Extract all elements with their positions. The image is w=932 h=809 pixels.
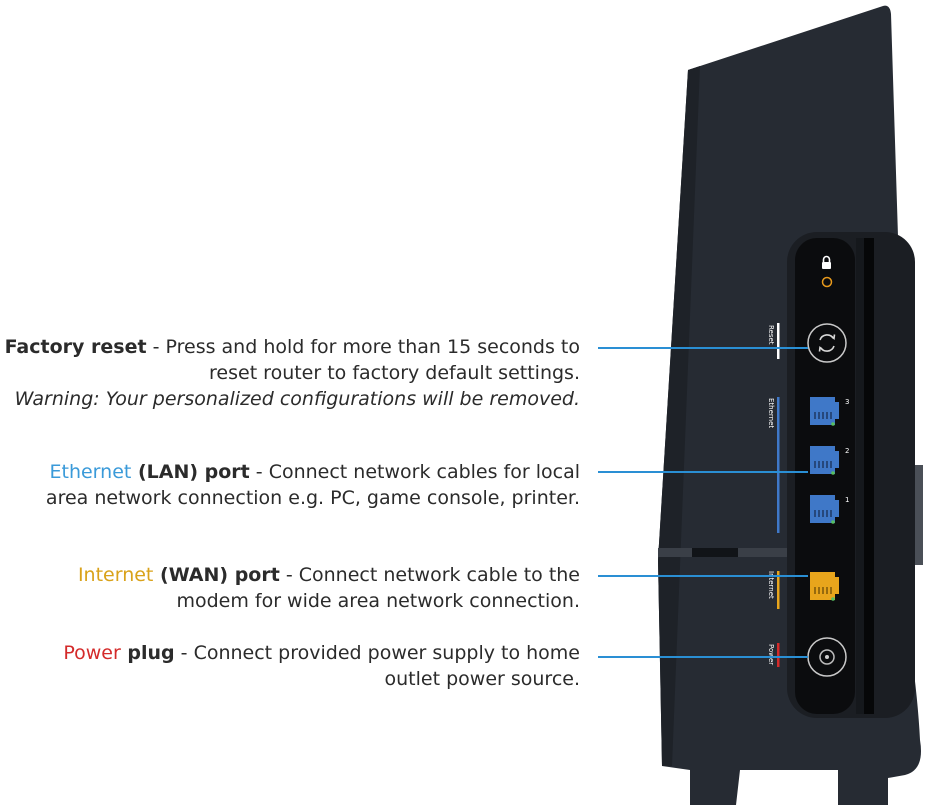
power-side-label: Power [767,644,775,665]
reset-button[interactable] [807,323,847,363]
lan-port-1[interactable] [810,495,839,524]
lan-port-2[interactable] [810,446,839,475]
power-callout-line1: Power plug - Connect provided power supp… [63,640,580,666]
reset-callout: Factory reset - Press and hold for more … [5,334,580,412]
power-jack[interactable] [807,637,847,677]
reset-side-label: Reset [767,325,775,345]
reset-desc-2: reset router to factory default settings… [209,362,580,384]
lan-callout: Ethernet (LAN) port - Connect network ca… [46,459,580,511]
reset-title: Factory reset [4,336,147,358]
ethernet-port-icon [810,397,839,425]
wan-leader-line [598,575,808,577]
power-title: plug [120,642,175,664]
wan-keyword: Internet [77,564,154,586]
lan-port-3[interactable] [810,397,839,426]
power-keyword: Power [63,642,121,664]
lan-title: (LAN) port [131,461,250,483]
wan-callout: Internet (WAN) port - Connect network ca… [78,562,580,614]
lan-leader-line [598,471,808,473]
port-panel-rail [856,238,864,714]
lan-keyword: Ethernet [49,461,132,483]
internet-side-label: Internet [767,571,775,599]
refresh-icon [818,334,836,352]
port-number-1: 1 [845,496,849,504]
port-panel-rail-dark [864,238,874,714]
wan-desc-2: modem for wide area network connection. [176,590,580,612]
port-number-3: 3 [845,398,849,406]
port-number-2: 2 [845,447,849,455]
router-seam [658,548,898,557]
status-led [821,276,833,288]
power-callout: Power plug - Connect provided power supp… [63,640,580,692]
wan-port[interactable] [810,572,839,601]
ethernet-side-label: Ethernet [767,398,775,428]
reset-desc-1: - Press and hold for more than 15 second… [146,336,580,358]
reset-warning: Warning: Your personalized configuration… [14,388,580,410]
wan-title: (WAN) port [153,564,280,586]
power-leader-line [598,656,808,658]
router-seam-notch [692,548,738,557]
internet-label-bar [777,571,780,609]
lan-desc-2: area network connection e.g. PC, game co… [45,487,580,509]
power-label-bar [777,643,780,667]
ethernet-label-bar [777,397,780,533]
lan-desc-1: - Connect network cables for local [249,461,580,483]
ethernet-port-icon [810,495,839,523]
ethernet-port-icon [810,446,839,474]
reset-label-bar [777,323,780,359]
ethernet-port-icon [810,572,839,600]
router-edge-shade [658,66,700,766]
reset-leader-line [598,347,808,349]
wan-callout-line1: Internet (WAN) port - Connect network ca… [78,562,580,588]
reset-callout-line1: Factory reset - Press and hold for more … [5,334,580,360]
lan-callout-line1: Ethernet (LAN) port - Connect network ca… [46,459,580,485]
power-desc-2: outlet power source. [384,668,580,690]
lock-icon [822,255,831,269]
wan-desc-1: - Connect network cable to the [279,564,580,586]
power-desc-1: - Connect provided power supply to home [174,642,580,664]
